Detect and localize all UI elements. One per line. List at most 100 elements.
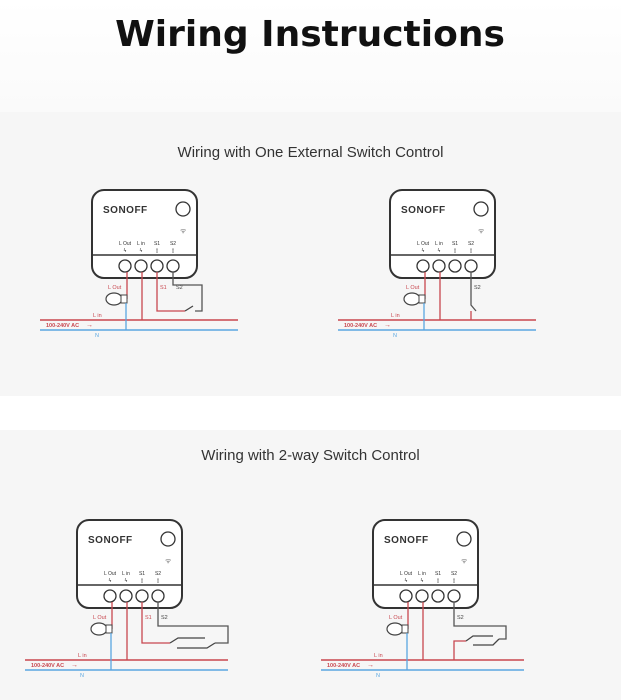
section-heading: Wiring with 2-way Switch Control <box>201 447 420 464</box>
s2-wire <box>172 272 203 312</box>
label-l-out: L Out <box>93 615 107 621</box>
s2-wire <box>157 602 229 644</box>
two-way-switch-a <box>465 635 493 642</box>
arrow-icon: → <box>86 322 93 329</box>
terminal-screw <box>416 259 430 273</box>
terminal-screw <box>399 589 413 603</box>
device-body <box>372 519 479 609</box>
label-s1: S1 <box>145 615 152 621</box>
terminal-label: L Out <box>104 571 117 577</box>
terminal-screw <box>447 589 461 603</box>
section-heading: Wiring with One External Switch Control <box>177 144 444 161</box>
bulb-base <box>120 294 128 304</box>
terminal-screw <box>119 589 133 603</box>
device-body <box>389 189 496 279</box>
terminal-symbol: ϟ <box>124 248 127 254</box>
terminal-screw <box>150 259 164 273</box>
label-supply: 100-240V AC <box>31 663 64 669</box>
terminal-screw <box>166 259 180 273</box>
switch-lever <box>184 305 194 312</box>
terminal-symbol: ▯ <box>172 248 175 254</box>
s1-wire <box>141 602 170 644</box>
terminal-screw <box>134 259 148 273</box>
terminal-screw <box>464 259 478 273</box>
terminal-label: L in <box>122 571 130 577</box>
arrow-icon: → <box>384 322 391 329</box>
terminal-symbol: ϟ <box>438 248 441 254</box>
wifi-led-icon: ᯤ <box>180 228 187 235</box>
bulb-icon <box>90 622 108 636</box>
label-s2: S2 <box>176 285 183 291</box>
label-l-out: L Out <box>406 285 420 291</box>
terminal-screw <box>151 589 165 603</box>
device-body <box>76 519 183 609</box>
device-button <box>175 201 191 217</box>
label-l-out: L Out <box>108 285 122 291</box>
terminal-label: S2 <box>155 571 161 577</box>
device-button <box>473 201 489 217</box>
terminal-label: S2 <box>170 241 176 247</box>
terminal-symbol: ϟ <box>422 248 425 254</box>
wifi-led-icon: ᯤ <box>478 228 485 235</box>
section-two-way-switch: Wiring with 2-way Switch Control <box>0 430 621 700</box>
terminal-label: L in <box>418 571 426 577</box>
terminal-label: L in <box>435 241 443 247</box>
bulb-icon <box>105 292 123 306</box>
terminal-symbol: ▯ <box>454 248 457 254</box>
label-neutral: N <box>95 333 99 339</box>
terminal-screw <box>135 589 149 603</box>
terminal-symbol: ▯ <box>156 248 159 254</box>
two-way-switch-b <box>177 642 216 649</box>
terminal-screw <box>118 259 132 273</box>
label-s1: S1 <box>160 285 167 291</box>
brand-logo: SONOFF <box>88 535 133 546</box>
bulb-base <box>401 624 409 634</box>
terminal-symbol: ▯ <box>157 578 160 584</box>
terminal-label: S2 <box>468 241 474 247</box>
terminal-symbol: ▯ <box>437 578 440 584</box>
bulb-icon <box>403 292 421 306</box>
terminal-symbol: ϟ <box>125 578 128 584</box>
terminal-label: S1 <box>435 571 441 577</box>
bulb-icon <box>386 622 404 636</box>
device-button <box>456 531 472 547</box>
brand-logo: SONOFF <box>103 205 148 216</box>
terminal-symbol: ϟ <box>421 578 424 584</box>
label-neutral: N <box>80 673 84 679</box>
terminal-label: S1 <box>154 241 160 247</box>
label-s2: S2 <box>161 615 168 621</box>
terminal-screw <box>415 589 429 603</box>
brand-logo: SONOFF <box>401 205 446 216</box>
label-l-in: L in <box>78 653 87 659</box>
terminal-symbol: ϟ <box>140 248 143 254</box>
terminal-screw <box>431 589 445 603</box>
label-l-out: L Out <box>389 615 403 621</box>
terminal-label: L Out <box>119 241 132 247</box>
arrow-icon: → <box>367 662 374 669</box>
label-supply: 100-240V AC <box>46 323 79 329</box>
terminal-symbol: ▯ <box>453 578 456 584</box>
bulb-base <box>105 624 113 634</box>
s2-wire <box>470 272 477 312</box>
terminal-symbol: ▯ <box>470 248 473 254</box>
s1-wire <box>156 272 185 312</box>
page-title: Wiring Instructions <box>115 14 505 55</box>
label-s2: S2 <box>474 285 481 291</box>
device-body <box>91 189 198 279</box>
label-neutral: N <box>376 673 380 679</box>
brand-logo: SONOFF <box>384 535 429 546</box>
bulb-base <box>418 294 426 304</box>
terminal-screw <box>103 589 117 603</box>
terminal-label: L Out <box>400 571 413 577</box>
terminal-label: S1 <box>452 241 458 247</box>
switch-live-wire <box>453 640 466 660</box>
label-l-in: L in <box>374 653 383 659</box>
wifi-led-icon: ᯤ <box>461 558 468 565</box>
terminal-label: L Out <box>417 241 430 247</box>
device-button <box>160 531 176 547</box>
terminal-symbol: ▯ <box>141 578 144 584</box>
